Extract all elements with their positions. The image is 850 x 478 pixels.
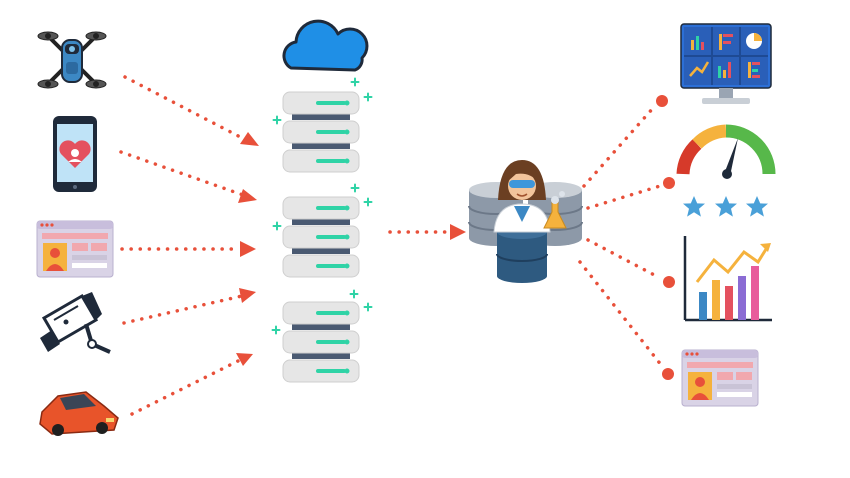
server-stack-3 (282, 301, 360, 383)
bar-growth-chart-icon (683, 236, 772, 322)
smartphone-heart-icon (53, 116, 97, 192)
web-page-output-icon (681, 349, 759, 407)
server-stack-1 (282, 91, 360, 173)
data-scientist-database-icon (468, 160, 583, 283)
car-icon (39, 391, 119, 436)
arrow-to-dashboard (582, 95, 668, 188)
security-camera-icon (40, 292, 111, 354)
server-stack-2 (282, 196, 360, 278)
arrow-servers-to-scientist (388, 224, 466, 240)
arrow-to-gauge (586, 177, 675, 210)
gauge-stars-icon (676, 124, 776, 217)
cloud-icon (282, 19, 369, 72)
arrow-drone-to-servers (123, 75, 259, 146)
arrow-web-to-servers (120, 241, 256, 257)
arrow-to-web-output (578, 260, 674, 380)
arrow-to-growth-chart (586, 238, 675, 288)
arrow-car-to-servers (130, 353, 253, 416)
drone-icon (37, 31, 107, 89)
web-page-icon (36, 220, 114, 278)
arrow-phone-to-servers (119, 150, 257, 203)
arrow-camera-to-servers (122, 288, 256, 325)
dashboard-monitor-icon (680, 23, 772, 104)
